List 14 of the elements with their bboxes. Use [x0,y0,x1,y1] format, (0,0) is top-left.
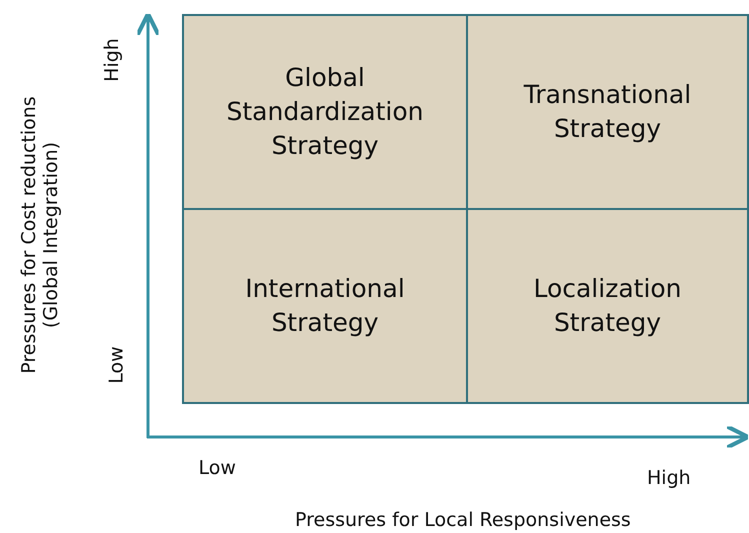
quadrant-cell [466,14,749,210]
quadrant-label: Global Standardization Strategy [225,62,424,162]
quadrant-label: International Strategy [244,273,406,339]
axis-tick-label: Low [198,457,236,479]
axis-tick-label: High [647,467,691,489]
quadrant-label: Localization Strategy [532,273,683,339]
quadrant-cell [466,208,749,404]
axis-title: Pressures for Cost reductions (Global Integration) [18,95,62,376]
quadrant-label: Transnational Strategy [522,79,692,145]
quadrant-cell [182,208,468,404]
quadrant-cell [182,14,468,210]
axis-title: Pressures for Local Responsiveness [295,509,631,531]
axis-tick-label: High [100,38,123,82]
axis-tick-label: Low [105,346,128,384]
